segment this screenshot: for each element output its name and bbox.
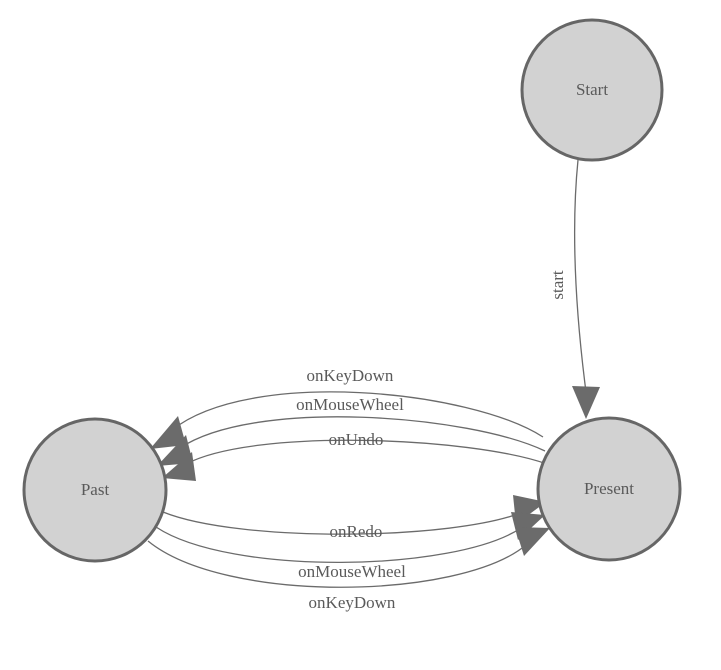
node-start[interactable]: Start: [520, 18, 664, 162]
edge-undo-wheel-label: onMouseWheel: [296, 395, 404, 414]
node-start-label: Start: [576, 80, 608, 99]
edge-undo-path: [185, 439, 548, 465]
edge-redo-keydown-arrowhead: [515, 527, 550, 556]
node-past-label: Past: [81, 480, 110, 499]
edge-undo-wheel-arrowhead: [157, 435, 193, 466]
edge-undo-keydown-path: [171, 391, 544, 438]
node-start-circle: [520, 18, 664, 162]
edge-redo-wheel-path: [155, 526, 522, 564]
node-past-circle: [22, 417, 168, 563]
node-present[interactable]: Present: [536, 416, 682, 562]
edge-redo-label: onRedo: [330, 522, 383, 541]
edge-start[interactable]: start: [548, 159, 600, 419]
edge-undo-keydown[interactable]: onKeyDown: [150, 366, 544, 449]
edge-redo-keydown[interactable]: onKeyDown: [147, 527, 550, 612]
edge-start-label: start: [548, 270, 567, 300]
edge-undo-arrowhead: [162, 452, 196, 481]
edge-redo-path: [162, 511, 524, 535]
edge-start-arrowhead: [572, 386, 600, 419]
edge-redo-keydown-path: [147, 540, 527, 588]
edge-start-path: [574, 159, 587, 393]
edge-undo-label: onUndo: [329, 430, 384, 449]
edge-redo-wheel-label: onMouseWheel: [298, 562, 406, 581]
edge-undo-keydown-arrowhead: [150, 416, 186, 449]
edge-undo-keydown-label: onKeyDown: [307, 366, 394, 385]
edge-undo-wheel-path: [179, 416, 546, 452]
edge-undo[interactable]: onUndo: [162, 430, 548, 481]
node-past[interactable]: Past: [22, 417, 168, 563]
node-present-circle: [536, 416, 682, 562]
edge-undo-wheel[interactable]: onMouseWheel: [157, 395, 546, 466]
edge-redo-keydown-label: onKeyDown: [309, 593, 396, 612]
edge-redo[interactable]: onRedo: [162, 495, 546, 541]
node-present-label: Present: [584, 479, 634, 498]
